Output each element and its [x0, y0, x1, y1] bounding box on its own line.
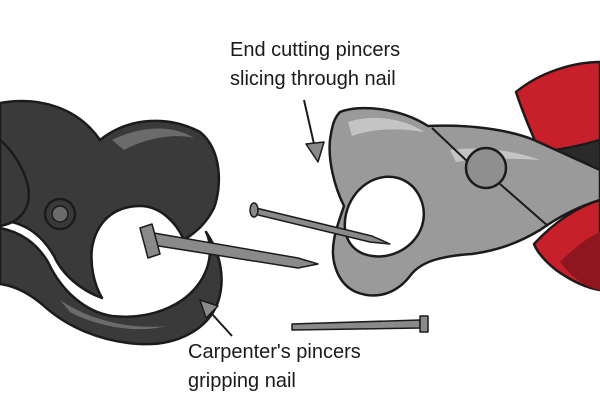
end-cutting-pincers — [328, 60, 600, 297]
nail-gripped-shank — [145, 231, 319, 269]
carpenters-pincers-highlight-2 — [60, 300, 166, 330]
nail-loose — [291, 315, 429, 333]
nail-loose-head — [419, 315, 429, 333]
carpenters-pincers-pivot-inner — [51, 205, 69, 223]
carpenters-pincers-label-line-2: gripping nail — [188, 370, 296, 392]
carpenters-pincers-label: Carpenter's pincers gripping nail — [188, 338, 361, 396]
nail-loose-shank — [291, 319, 421, 331]
carpenters-pincers-handle — [0, 138, 31, 228]
end-cutting-pincers-label-line-2: slicing through nail — [230, 68, 396, 90]
carpenters-pincers-highlight — [112, 128, 194, 150]
end-cutting-pincers-label-line-1: End cutting pincers — [230, 39, 401, 61]
end-cutting-pincers-seam-2 — [499, 183, 549, 227]
end-cutting-pincers-seam — [431, 127, 469, 163]
carpenters-pincers-label-line-1: Carpenter's pincers — [188, 341, 361, 363]
carpenters-pincers — [0, 99, 223, 346]
nail-gripped-head — [139, 223, 161, 259]
arrow-carpenters-shaft — [211, 313, 233, 337]
end-cutting-pincers-label: End cutting pincers slicing through nail — [230, 36, 400, 94]
nail-being-cut — [249, 202, 391, 245]
arrow-carpenters — [199, 299, 233, 337]
arrow-end-cutting-head — [305, 141, 325, 163]
nail-gripped — [139, 223, 319, 269]
arrow-carpenters-head — [199, 299, 219, 319]
arrow-end-cutting — [303, 99, 325, 163]
end-cutting-pincers-handle-lower-shade — [560, 232, 600, 290]
carpenters-pincers-upper-jaw — [0, 99, 221, 300]
end-cutting-pincers-pivot — [464, 146, 508, 190]
arrow-end-cutting-shaft — [303, 99, 315, 145]
nail-being-cut-head — [249, 202, 259, 218]
end-cutting-pincers-highlight — [348, 117, 424, 136]
carpenters-pincers-lower-jaw — [0, 226, 223, 346]
